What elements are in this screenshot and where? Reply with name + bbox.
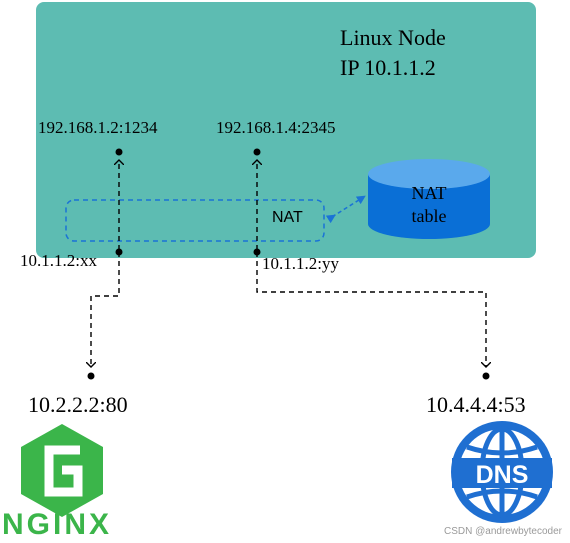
client-a-dot xyxy=(115,148,123,156)
client-b-dot xyxy=(253,148,261,156)
nat-table-label-line1: NAT xyxy=(411,183,447,203)
nat-table-label-line2: table xyxy=(411,206,447,226)
node-ip: IP 10.1.1.2 xyxy=(340,55,436,80)
client-a-address: 192.168.1.2:1234 xyxy=(38,118,158,137)
nat-box xyxy=(65,199,325,242)
dns-logo-text: DNS xyxy=(476,461,529,489)
dest-b-dot xyxy=(482,372,490,380)
nginx-logo-text: NGINX xyxy=(2,508,113,541)
snat-b-dot xyxy=(253,248,261,256)
nat-label: NAT xyxy=(272,209,303,226)
dest-a-address: 10.2.2.2:80 xyxy=(28,392,128,417)
snat-a-address: 10.1.1.2:xx xyxy=(20,251,97,270)
path-b-lower xyxy=(256,252,486,367)
path-a-lower xyxy=(91,252,120,367)
nat-table-label: NAT table xyxy=(368,182,490,228)
dest-a-dot xyxy=(87,372,95,380)
nat-table-database-icon xyxy=(368,159,490,239)
dns-globe-icon: DNS xyxy=(451,421,553,523)
nginx-logo-icon xyxy=(21,424,103,517)
snat-a-dot xyxy=(115,248,123,256)
dest-b-address: 10.4.4.4:53 xyxy=(426,392,526,417)
nat-table-link xyxy=(325,195,366,224)
client-b-address: 192.168.1.4:2345 xyxy=(216,118,336,137)
snat-b-address: 10.1.1.2:yy xyxy=(262,254,339,273)
watermark: CSDN @andrewbytecoder xyxy=(444,526,562,537)
node-title: Linux Node xyxy=(340,25,446,50)
